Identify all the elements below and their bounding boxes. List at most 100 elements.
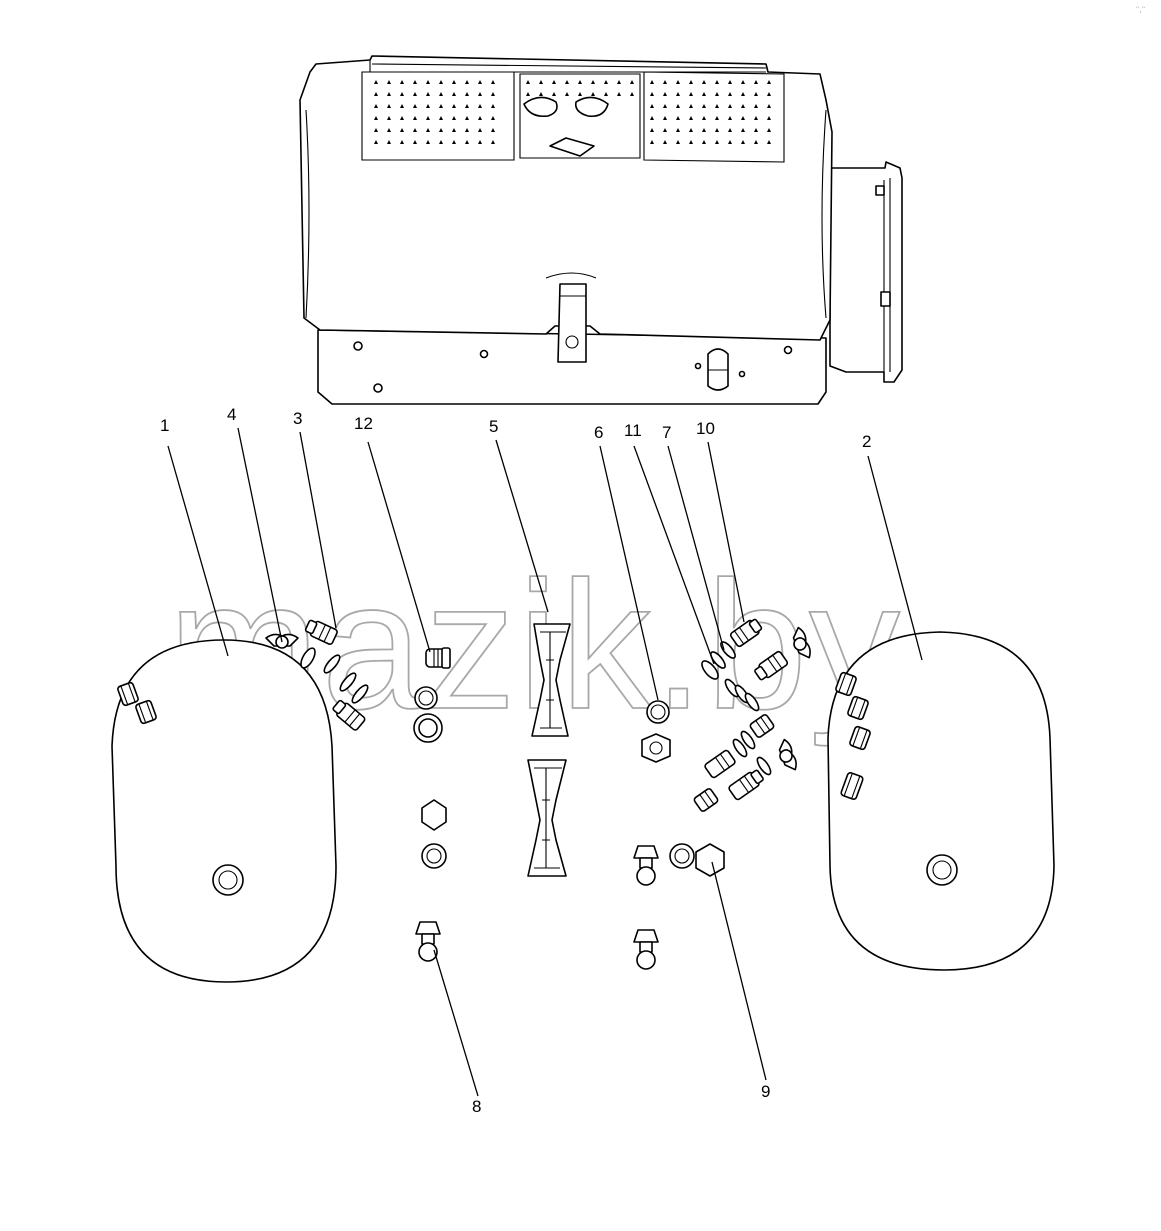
vent-hole [767,80,771,84]
vent-hole [650,104,654,108]
vent-panel-right [643,71,785,163]
vent-hole [715,128,719,132]
housing-side-flange [829,161,903,383]
vent-hole [728,140,732,144]
callout-9: 9 [761,1082,770,1101]
lid-right-part-2 [827,631,1055,971]
vent-hole [767,116,771,120]
vent-hole [663,128,667,132]
vent-hole [387,128,391,132]
vent-hole [591,92,595,96]
vent-hole [526,92,530,96]
vent-hole [663,92,667,96]
vent-hole [400,116,404,120]
vent-hole [413,116,417,120]
vent-hole [715,116,719,120]
vent-hole [728,80,732,84]
vent-hole [491,128,495,132]
callout-4: 4 [227,405,236,424]
vent-hole [426,92,430,96]
vent-hole [452,104,456,108]
vent-hole [452,80,456,84]
vent-hole [374,140,378,144]
vent-hole [702,116,706,120]
fittings-center-right [633,700,725,970]
vent-hole [702,128,706,132]
vent-hole [478,140,482,144]
vent-hole [741,80,745,84]
vent-hole [702,92,706,96]
vent-hole [387,104,391,108]
vent-hole [387,92,391,96]
vent-hole [465,140,469,144]
corner-mark: ᵔ,ᵔ [1136,4,1146,14]
vent-hole [491,116,495,120]
vent-hole [663,80,667,84]
vent-hole [491,92,495,96]
vent-hole [465,104,469,108]
vent-hole [754,104,758,108]
vent-hole [702,140,706,144]
housing-top-cover [299,55,833,341]
vent-hole [728,128,732,132]
vent-hole [689,92,693,96]
housing-lower-body [317,329,827,405]
vent-hole [754,140,758,144]
vent-hole [426,116,430,120]
vent-hole [539,80,543,84]
vent-hole [617,80,621,84]
housing-assembly [299,55,903,405]
vent-hole [478,116,482,120]
vent-panel-left [361,71,515,161]
vent-hole [452,128,456,132]
callout-12: 12 [354,414,373,433]
housing-latch [557,283,587,363]
vent-hole [452,140,456,144]
vent-hole [676,92,680,96]
callout-2: 2 [862,432,871,451]
vent-hole [650,80,654,84]
vent-hole [439,80,443,84]
vent-hole [650,128,654,132]
vent-hole [374,80,378,84]
vent-hole [676,80,680,84]
callout-10: 10 [696,419,715,438]
callout-7: 7 [662,423,671,442]
vent-hole [754,80,758,84]
vent-hole [387,116,391,120]
vent-hole [689,140,693,144]
vent-hole [715,140,719,144]
vent-hole [539,92,543,96]
callout-1: 1 [160,416,169,435]
vent-hole [439,128,443,132]
vent-hole [465,128,469,132]
vent-hole [452,92,456,96]
fittings-center-left [413,647,451,962]
vent-hole [413,92,417,96]
vent-hole [754,92,758,96]
vent-hole [663,104,667,108]
vent-hole [413,80,417,84]
vent-hole [387,140,391,144]
vent-hole [767,140,771,144]
vent-hole [413,104,417,108]
vent-hole [478,128,482,132]
vent-hole [439,92,443,96]
vent-hole [426,80,430,84]
vent-hole [728,92,732,96]
vent-hole [426,104,430,108]
vent-hole [754,128,758,132]
vent-hole [465,80,469,84]
vent-hole [439,116,443,120]
vent-hole [663,116,667,120]
callout-5: 5 [489,417,498,436]
callout-11: 11 [624,421,642,440]
vent-hole [663,140,667,144]
brackets-part-5 [527,623,571,877]
vent-hole [374,116,378,120]
vent-hole [465,92,469,96]
vent-hole [578,80,582,84]
vent-hole [565,80,569,84]
vent-hole [715,104,719,108]
